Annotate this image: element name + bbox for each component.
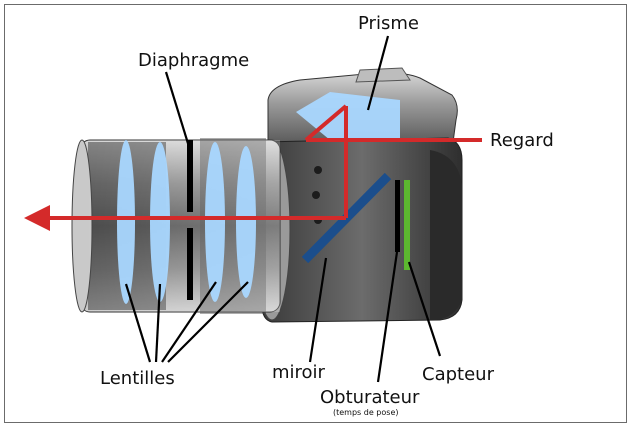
label-sensor: Capteur [422,364,495,385]
label-mirror: miroir [272,362,326,383]
label-shutter-note: (temps de pose) [333,408,399,417]
sensor [404,180,410,270]
label-diaphragm: Diaphragme [138,50,249,71]
light-ray [42,104,482,220]
label-lenses: Lentilles [100,368,175,389]
ray-arrowhead [24,205,50,231]
lens-2 [150,142,170,302]
lens-elements [117,140,256,304]
label-prism: Prisme [358,13,419,34]
lens-1 [117,140,135,304]
label-eye: Regard [490,130,554,151]
diaphragm [187,140,193,300]
shutter [395,180,400,252]
leader-lines [124,35,442,383]
lens-4 [236,146,256,298]
label-shutter: Obturateur [320,387,420,408]
lens-3 [205,142,225,302]
